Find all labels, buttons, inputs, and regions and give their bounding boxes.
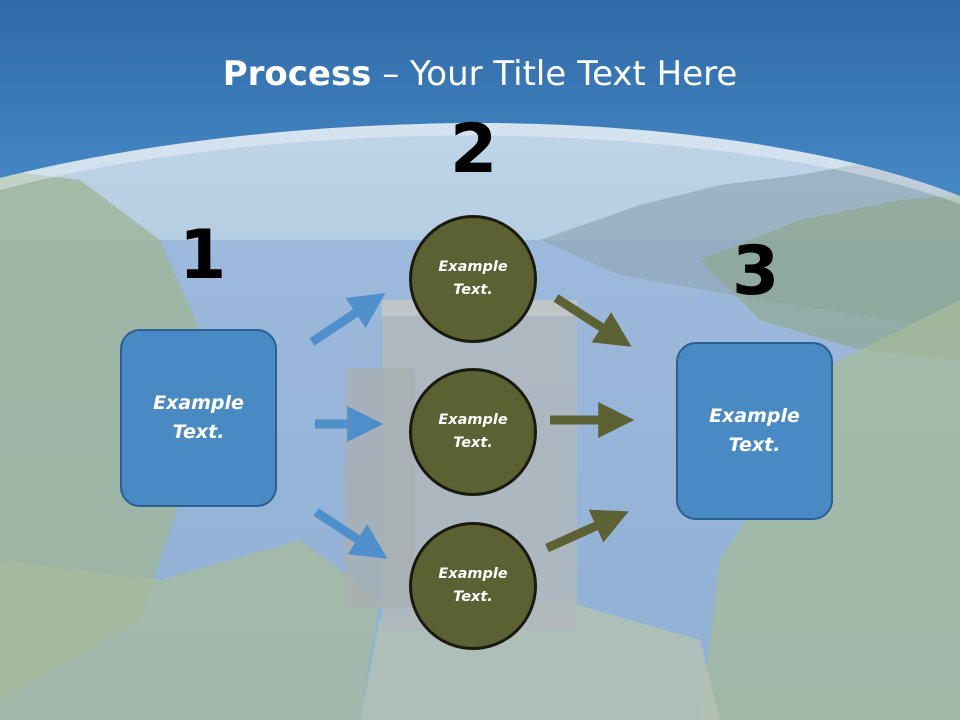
circle-top-line1: Example bbox=[438, 259, 508, 275]
step-number-3: 3 bbox=[732, 232, 780, 311]
step1-box-line2: Text. bbox=[172, 421, 225, 443]
circle-bot-line2: Text. bbox=[453, 589, 493, 605]
title-rest: – Your Title Text Here bbox=[371, 54, 738, 94]
step3-box-line1: Example bbox=[709, 405, 800, 427]
circle-top-line2: Text. bbox=[453, 282, 493, 298]
step3-box: Example Text. bbox=[676, 342, 833, 520]
step2-circle-bottom: Example Text. bbox=[409, 522, 537, 650]
step2-circle-top: Example Text. bbox=[409, 215, 537, 343]
step3-box-line2: Text. bbox=[728, 434, 781, 456]
step-number-2: 2 bbox=[450, 110, 498, 189]
slide-title: Process – Your Title Text Here bbox=[0, 54, 960, 94]
step1-box: Example Text. bbox=[120, 329, 277, 507]
title-bold: Process bbox=[222, 54, 372, 94]
step2-circle-middle: Example Text. bbox=[409, 368, 537, 496]
circle-bot-line1: Example bbox=[438, 566, 508, 582]
step-number-1: 1 bbox=[179, 216, 227, 295]
circle-mid-line2: Text. bbox=[453, 435, 493, 451]
step1-box-line1: Example bbox=[153, 392, 244, 414]
circle-mid-line1: Example bbox=[438, 412, 508, 428]
